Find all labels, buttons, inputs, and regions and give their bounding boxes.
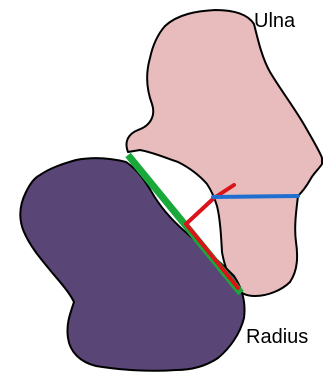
blue-width-line	[213, 196, 298, 197]
ulna-label: Ulna	[254, 11, 295, 31]
radius-label: Radius	[246, 327, 308, 347]
red-line-branch	[186, 198, 214, 224]
